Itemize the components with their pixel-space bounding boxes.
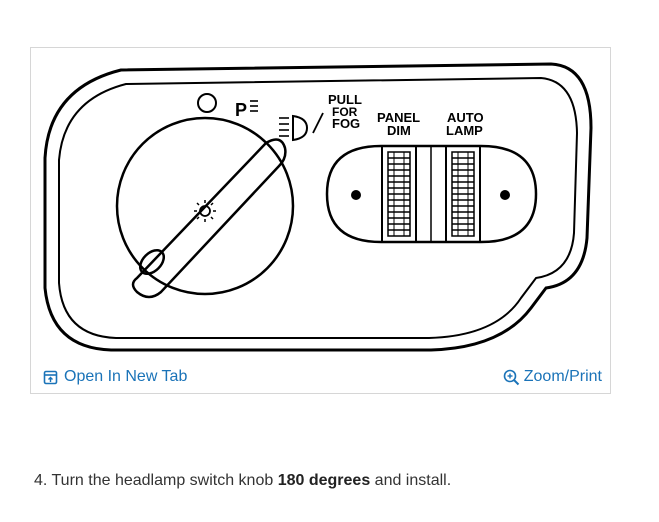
inner-bezel bbox=[58, 76, 579, 339]
open-new-tab-icon bbox=[43, 370, 58, 384]
step-bold: 180 degrees bbox=[277, 472, 371, 489]
lamp-label: LAMP bbox=[446, 123, 483, 138]
outer-bezel bbox=[43, 62, 593, 352]
step-instruction: 4. Turn the headlamp switch knob 180 deg… bbox=[34, 472, 451, 490]
figure-footer: Open In New Tab Zoom/Print bbox=[31, 361, 610, 393]
fog-label: FOG bbox=[332, 116, 360, 131]
left-indicator-dot bbox=[351, 190, 361, 200]
headlamp-switch-diagram: P PULL FOR FOG PANEL DIM AUTO LAMP bbox=[43, 62, 593, 352]
knob-handle bbox=[131, 138, 287, 299]
knob-handle-end bbox=[138, 248, 166, 276]
fog-slash bbox=[312, 112, 324, 134]
auto-lamp-wheel bbox=[445, 145, 481, 243]
auto-label: AUTO bbox=[447, 110, 484, 125]
open-in-new-tab-link[interactable]: Open In New Tab bbox=[43, 368, 187, 386]
panel-dim-wheel bbox=[381, 145, 417, 243]
dim-label: DIM bbox=[387, 123, 411, 138]
right-indicator-dot bbox=[500, 190, 510, 200]
step-prefix: 4. Turn the headlamp switch knob bbox=[34, 472, 278, 489]
headlamp-knob bbox=[115, 116, 295, 296]
pull-label: PULL bbox=[328, 92, 362, 107]
figure-card: P PULL FOR FOG PANEL DIM AUTO LAMP bbox=[30, 47, 611, 394]
step-suffix: and install. bbox=[370, 472, 452, 489]
interior-light-icon bbox=[194, 200, 216, 222]
park-label: P bbox=[235, 100, 247, 120]
zoom-print-label: Zoom/Print bbox=[523, 368, 602, 385]
off-position-icon bbox=[197, 93, 217, 113]
open-in-new-tab-label: Open In New Tab bbox=[64, 368, 188, 385]
headlamp-icon bbox=[279, 114, 309, 142]
zoom-in-icon bbox=[503, 369, 519, 385]
zoom-print-link[interactable]: Zoom/Print bbox=[503, 368, 602, 386]
for-label: FOR bbox=[332, 105, 358, 119]
panel-label: PANEL bbox=[377, 110, 420, 125]
park-lamp-lines-icon bbox=[250, 100, 258, 112]
